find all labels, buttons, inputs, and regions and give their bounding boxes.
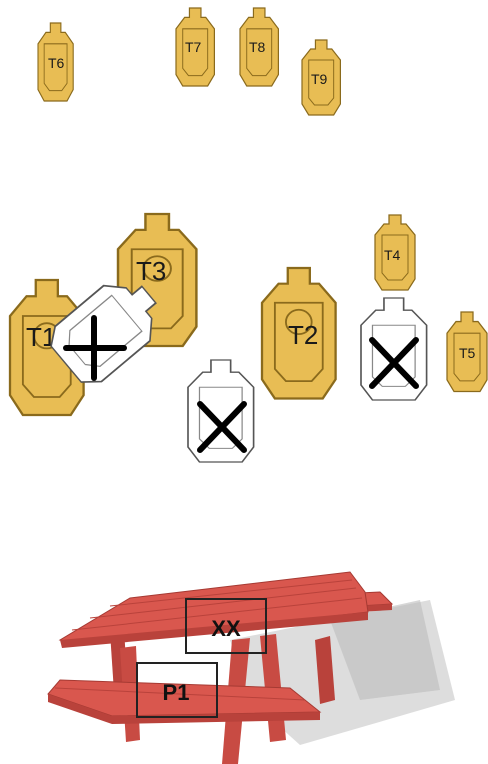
target-t4-label: T4 [384, 247, 401, 263]
target-t9-label: T9 [311, 71, 328, 87]
target-t3-label: T3 [136, 256, 166, 286]
table-box-top-label: XX [211, 616, 241, 641]
table-box-bottom-label: P1 [163, 680, 190, 705]
target-t7-label: T7 [185, 39, 202, 55]
target-t8-label: T8 [249, 39, 266, 55]
target-t5-label: T5 [459, 345, 476, 361]
target-t2-label: T2 [288, 320, 318, 350]
picnic-table [48, 572, 455, 764]
target-t6-label: T6 [48, 55, 65, 71]
